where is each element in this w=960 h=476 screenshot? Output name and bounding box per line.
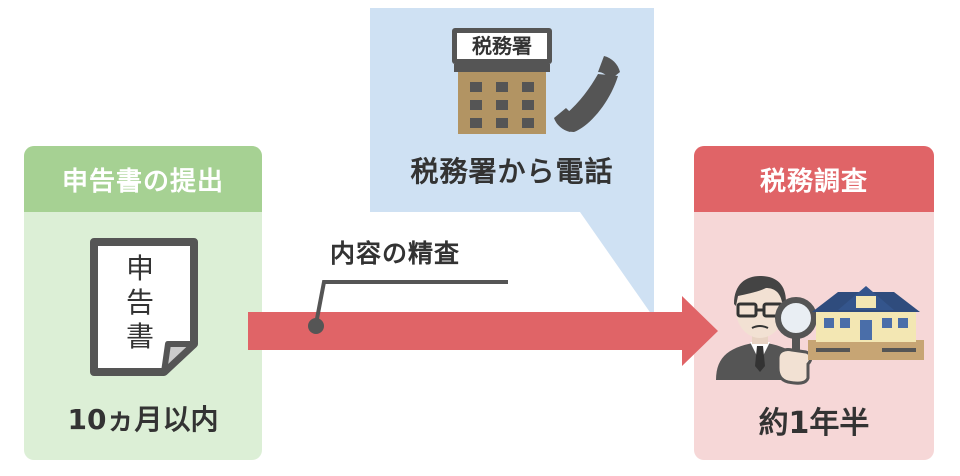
tax-audit-timing: 約1年半 (758, 406, 870, 441)
document-char-1: 申 (126, 252, 154, 285)
magnifier-icon (775, 297, 817, 385)
telephone-icon (554, 56, 620, 132)
tax-office-building-icon: 税務署 (452, 28, 552, 134)
document-icon: 申 告 書 (90, 238, 198, 376)
tax-audit-box-title: 税務調査 (694, 146, 934, 212)
house-icon (808, 286, 924, 360)
building-sign-text: 税務署 (472, 34, 532, 58)
arrow-label: 内容の精査 (330, 239, 461, 268)
document-char-3: 書 (126, 320, 154, 353)
submission-deadline: 10ヵ月以内 (67, 403, 219, 436)
document-char-2: 告 (126, 286, 154, 319)
submission-box-title: 申告書の提出 (24, 146, 262, 212)
callout-text: 税務署から電話 (410, 155, 614, 188)
